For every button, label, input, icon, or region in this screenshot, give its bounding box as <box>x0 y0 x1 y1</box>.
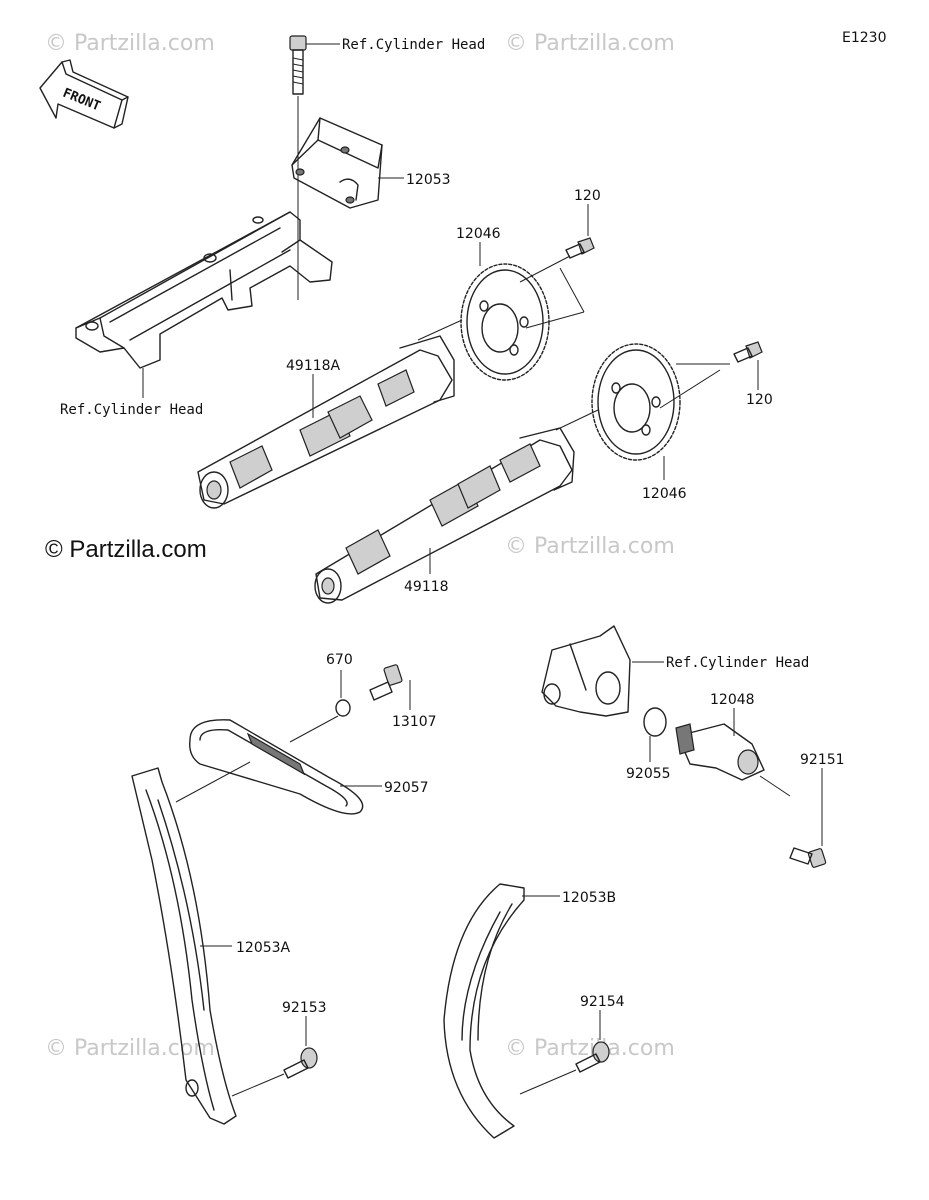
leader-chain-guide <box>175 761 251 803</box>
label-670: 670 <box>326 652 353 668</box>
front-label: FRONT <box>61 86 103 115</box>
label-ref-cylinder-head-left: Ref.Cylinder Head <box>60 402 203 418</box>
sprocket-12046-a-icon <box>460 263 550 381</box>
diagram-id: E1230 <box>842 30 886 46</box>
label-49118: 49118 <box>404 579 449 595</box>
label-12053A: 12053A <box>236 940 291 956</box>
watermark-main: © Partzilla.com <box>45 536 207 563</box>
label-49118A: 49118A <box>286 358 341 374</box>
label-12053: 12053 <box>406 172 451 188</box>
label-12053B: 12053B <box>562 890 616 906</box>
watermark-top-right: © Partzilla.com <box>505 31 675 56</box>
label-120-a: 120 <box>574 188 601 204</box>
label-120-b: 120 <box>746 392 773 408</box>
label-92153: 92153 <box>282 1000 327 1016</box>
guide-12053B-icon <box>443 883 525 1139</box>
bolt-top-icon <box>289 35 307 95</box>
bracket-12053-icon <box>291 117 383 209</box>
label-12048: 12048 <box>710 692 755 708</box>
leader-bolt-b2 <box>659 369 721 409</box>
tensioner-housing-icon <box>541 625 631 717</box>
label-12046-a: 12046 <box>456 226 501 242</box>
camshaft-49118-icon <box>314 427 575 604</box>
label-92151: 92151 <box>800 752 845 768</box>
camshaft-49118A-icon <box>197 335 455 509</box>
leader-sprocket-cam-a <box>417 319 463 341</box>
label-92154: 92154 <box>580 994 625 1010</box>
leader-sprocket-cam-b <box>555 409 599 431</box>
leader-92154-guide <box>519 1069 577 1095</box>
watermark-mid-right: © Partzilla.com <box>505 534 675 559</box>
bolt-92154-icon <box>575 1041 610 1073</box>
bolt-92151-icon <box>789 847 827 868</box>
label-12046-b: 12046 <box>642 486 687 502</box>
o-ring-670-icon <box>335 699 351 717</box>
bolt-120-a-icon <box>565 237 595 259</box>
watermark-top-left: © Partzilla.com <box>45 31 215 56</box>
chain-92057-icon <box>189 719 364 815</box>
label-13107: 13107 <box>392 714 437 730</box>
tensioner-12048-icon <box>675 723 765 781</box>
guide-12053A-icon <box>131 767 237 1125</box>
bolt-92153-icon <box>283 1047 318 1079</box>
front-arrow-icon: FRONT <box>39 59 129 129</box>
label-ref-cylinder-head-top: Ref.Cylinder Head <box>342 37 485 53</box>
label-ref-cylinder-head-right: Ref.Cylinder Head <box>666 655 809 671</box>
label-92057: 92057 <box>384 780 429 796</box>
leader-bolt-a2 <box>525 311 585 329</box>
bolt-120-b-icon <box>733 341 763 363</box>
leader-92153-guide <box>231 1073 285 1097</box>
leader-tensioner-bolt <box>759 775 791 797</box>
sprocket-12046-b-icon <box>591 343 681 461</box>
leader-bolt-a1 <box>519 255 571 283</box>
watermark-bottom-left: © Partzilla.com <box>45 1036 215 1061</box>
leader-670-chain <box>289 715 339 743</box>
o-ring-92055-icon <box>643 707 667 737</box>
leader-bolt-a3 <box>559 267 585 313</box>
cam-holder-icon <box>75 211 333 369</box>
label-92055: 92055 <box>626 766 671 782</box>
bolt-13107-icon <box>369 664 403 701</box>
